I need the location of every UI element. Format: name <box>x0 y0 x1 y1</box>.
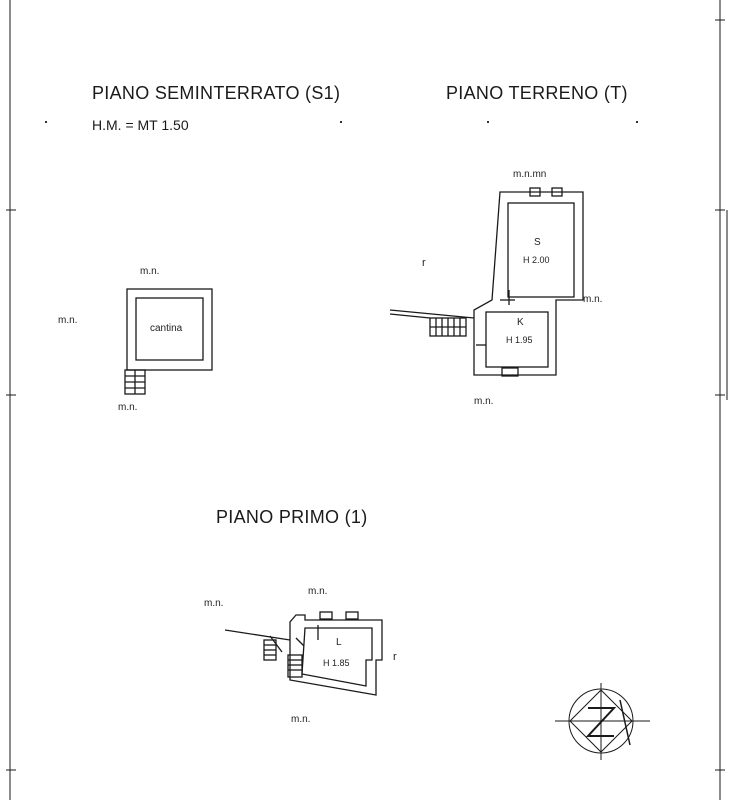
ground-room-s-label: S <box>534 237 541 248</box>
first-neighbor-left: m.n. <box>204 598 223 609</box>
basement-inner-wall <box>135 297 204 361</box>
first-neighbor-bottom: m.n. <box>291 714 310 725</box>
basement-neighbor-bottom: m.n. <box>118 402 137 413</box>
sheet-dots <box>45 121 638 123</box>
ground-neighbor-right: m.n. <box>583 294 602 305</box>
first-outer-wall <box>289 614 383 696</box>
basement-title: PIANO SEMINTERRATO (S1) <box>92 83 341 103</box>
basement-room-label: cantina <box>150 323 183 334</box>
ground-room-s-height: H 2.00 <box>523 255 550 265</box>
ground-room-k-label: K <box>517 317 524 328</box>
basement-neighbor-left: m.n. <box>58 315 77 326</box>
first-room-height: H 1.85 <box>323 658 350 668</box>
basement-outer-wall <box>126 288 213 371</box>
ground-neighbor-top: m.n.mn <box>513 169 546 180</box>
ground-plan <box>389 187 584 377</box>
first-title: PIANO PRIMO (1) <box>216 507 368 527</box>
basement-height-note: H.M. = MT 1.50 <box>92 117 189 133</box>
basement-plan <box>124 288 213 395</box>
first-neighbor-top: m.n. <box>308 586 327 597</box>
north-arrow-icon <box>555 683 650 760</box>
ground-outer-wall <box>473 191 584 376</box>
sheet-frame <box>6 0 728 800</box>
ground-side-mark: r <box>422 257 426 269</box>
first-side-mark: r <box>393 651 397 663</box>
ground-room-k-wall <box>485 311 549 368</box>
ground-room-k-height: H 1.95 <box>506 335 533 345</box>
first-room-label: L <box>336 637 342 648</box>
ground-neighbor-bottom: m.n. <box>474 396 493 407</box>
first-stair-inner <box>287 654 303 678</box>
first-plan <box>224 611 383 696</box>
basement-neighbor-top: m.n. <box>140 266 159 277</box>
ground-room-s-wall <box>507 202 575 298</box>
ground-title: PIANO TERRENO (T) <box>446 83 628 103</box>
